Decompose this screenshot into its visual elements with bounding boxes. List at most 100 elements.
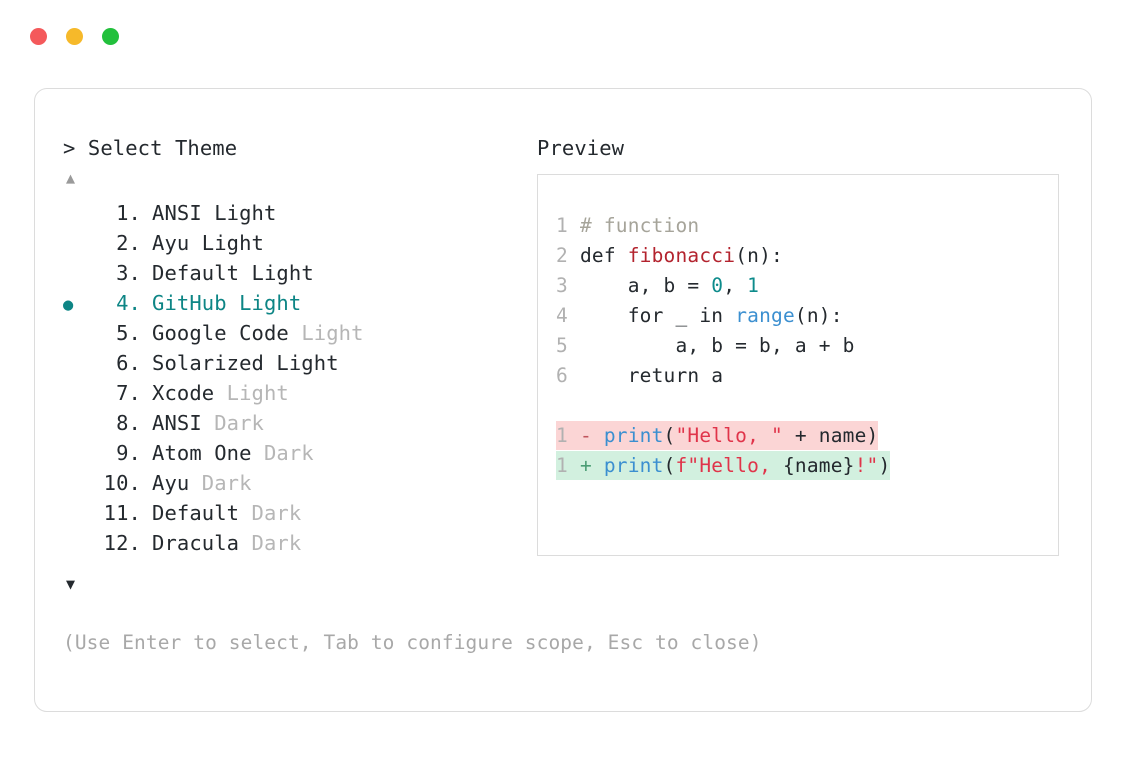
theme-item-atom-one-dark[interactable]: 9.Atom One Dark [63, 438, 533, 468]
theme-item-variant: Light [301, 321, 364, 345]
theme-item-variant: Light [214, 201, 277, 225]
theme-item-name: Dracula [152, 531, 252, 555]
code-token-plain: ) [878, 454, 891, 477]
theme-item-variant: Light [251, 261, 314, 285]
code-line: 2 def fibonacci(n): [556, 241, 1058, 271]
theme-item-label: ANSI Light [141, 198, 276, 228]
theme-item-label: Atom One Dark [141, 438, 314, 468]
theme-item-name: GitHub [152, 291, 240, 315]
theme-item-label: GitHub Light [141, 288, 301, 318]
line-gutter-space [568, 364, 580, 387]
code-line: 5 a, b = b, a + b [556, 331, 1058, 361]
scroll-up-arrow-icon[interactable]: ▲ [66, 169, 76, 187]
theme-item-ansi-light[interactable]: 1.ANSI Light [63, 198, 533, 228]
diff-marker: - [568, 424, 604, 447]
theme-item-index: 2. [116, 231, 141, 255]
theme-list-panel: > Select Theme ▲ 1.ANSI Light 2. Ayu Light… [63, 134, 533, 594]
theme-selector-card: > Select Theme ▲ 1.ANSI Light 2. Ayu Light… [34, 88, 1092, 712]
theme-item-variant: Dark [214, 411, 264, 435]
code-token-builtin: range [735, 304, 795, 327]
code-token-keyword: def [579, 244, 628, 267]
theme-item-variant: Light [201, 231, 264, 255]
theme-item-name: ANSI [152, 201, 215, 225]
code-token-string: "Hello, " [675, 424, 783, 447]
theme-item-name: Google Code [152, 321, 302, 345]
keyboard-hint: (Use Enter to select, Tab to configure s… [63, 631, 762, 654]
theme-item-index: 3. [116, 261, 141, 285]
theme-item-name: Xcode [152, 381, 227, 405]
theme-item-variant: Dark [201, 471, 252, 495]
theme-item-index: 7. [116, 381, 141, 405]
code-token-plain: ( [663, 454, 676, 477]
line-number: 5 [556, 334, 568, 357]
line-gutter-space [568, 244, 580, 267]
theme-item-ansi-dark[interactable]: 8.ANSI Dark [63, 408, 533, 438]
theme-item-dracula-dark[interactable]: 12.Dracula Dark [63, 528, 533, 558]
theme-item-name: Atom One [152, 441, 264, 465]
scroll-down-arrow-icon[interactable]: ▼ [66, 575, 76, 593]
theme-item-ayu-light[interactable]: 2. Ayu Light [63, 228, 533, 258]
theme-item-label: Default Light [141, 258, 314, 288]
code-line: 6 return a [556, 361, 1058, 391]
code-token-plain: a, b = b, a + b [579, 334, 855, 357]
close-dot[interactable] [30, 28, 47, 45]
code-token-builtin: print [603, 454, 664, 477]
theme-item-label: Google Code Light [141, 318, 364, 348]
code-token-string: !" [854, 454, 879, 477]
theme-item-variant: Dark [263, 441, 314, 465]
line-number: 1 [556, 424, 568, 447]
diff-block: 1 - print("Hello, " + name)1 + print(f"H… [556, 421, 1058, 481]
theme-item-ayu-dark[interactable]: 10.Ayu Dark [63, 468, 533, 498]
theme-item-name: Default [152, 261, 252, 285]
theme-item-solarized-light[interactable]: 6.Solarized Light [63, 348, 533, 378]
theme-item-index: 6. [116, 351, 141, 375]
code-token-plain: (n): [735, 244, 783, 267]
code-token-builtin: print [603, 424, 664, 447]
theme-item-default-light[interactable]: 3.Default Light [63, 258, 533, 288]
theme-item-variant: Light [276, 351, 339, 375]
code-token-plain: ( [663, 424, 676, 447]
code-token-number: 0 [711, 274, 724, 297]
theme-item-variant: Dark [251, 501, 302, 525]
panel-title-select-theme: > Select Theme [63, 136, 238, 160]
diff-line-add: 1 + print(f"Hello, {name}!") [556, 451, 1058, 481]
theme-item-github-light[interactable]: ●4.GitHub Light [63, 288, 533, 318]
theme-item-index: 10. [103, 471, 141, 495]
minimize-dot[interactable] [66, 28, 83, 45]
theme-item-default-dark[interactable]: 11.Default Dark [63, 498, 533, 528]
theme-item-label: Xcode Light [141, 378, 289, 408]
theme-item-google-code-light[interactable]: 5.Google Code Light [63, 318, 533, 348]
theme-item-label: Solarized Light [141, 348, 339, 378]
theme-item-name: Ayu [152, 231, 202, 255]
theme-item-name: ANSI [152, 411, 215, 435]
theme-item-index: 12. [103, 531, 141, 555]
theme-item-name: Ayu [152, 471, 202, 495]
theme-item-label: Dracula Dark [141, 528, 301, 558]
code-token-plain: , [723, 274, 748, 297]
theme-item-variant: Light [226, 381, 289, 405]
code-token-string: f"Hello, [675, 454, 783, 477]
maximize-dot[interactable] [102, 28, 119, 45]
line-gutter-space [568, 274, 580, 297]
code-token-plain: return a [579, 364, 724, 387]
line-number: 1 [556, 454, 568, 477]
code-line: 1 # function [556, 211, 1058, 241]
theme-item-index: 8. [116, 411, 141, 435]
theme-item-index: 9. [116, 441, 141, 465]
theme-item-xcode-light[interactable]: 7.Xcode Light [63, 378, 533, 408]
code-token-plain: a, b = [579, 274, 712, 297]
line-number: 1 [556, 214, 568, 237]
code-token-plain: (n): [794, 304, 843, 327]
line-number: 6 [556, 364, 568, 387]
diff-line-body: 1 - print("Hello, " + name) [556, 421, 879, 450]
line-gutter-space [568, 214, 580, 237]
theme-item-label: Ayu Dark [141, 468, 252, 498]
code-token-plain: + name) [782, 424, 879, 447]
theme-item-label: ANSI Dark [141, 408, 264, 438]
code-token-plain: {name} [782, 454, 855, 477]
theme-item-index: 11. [103, 501, 141, 525]
